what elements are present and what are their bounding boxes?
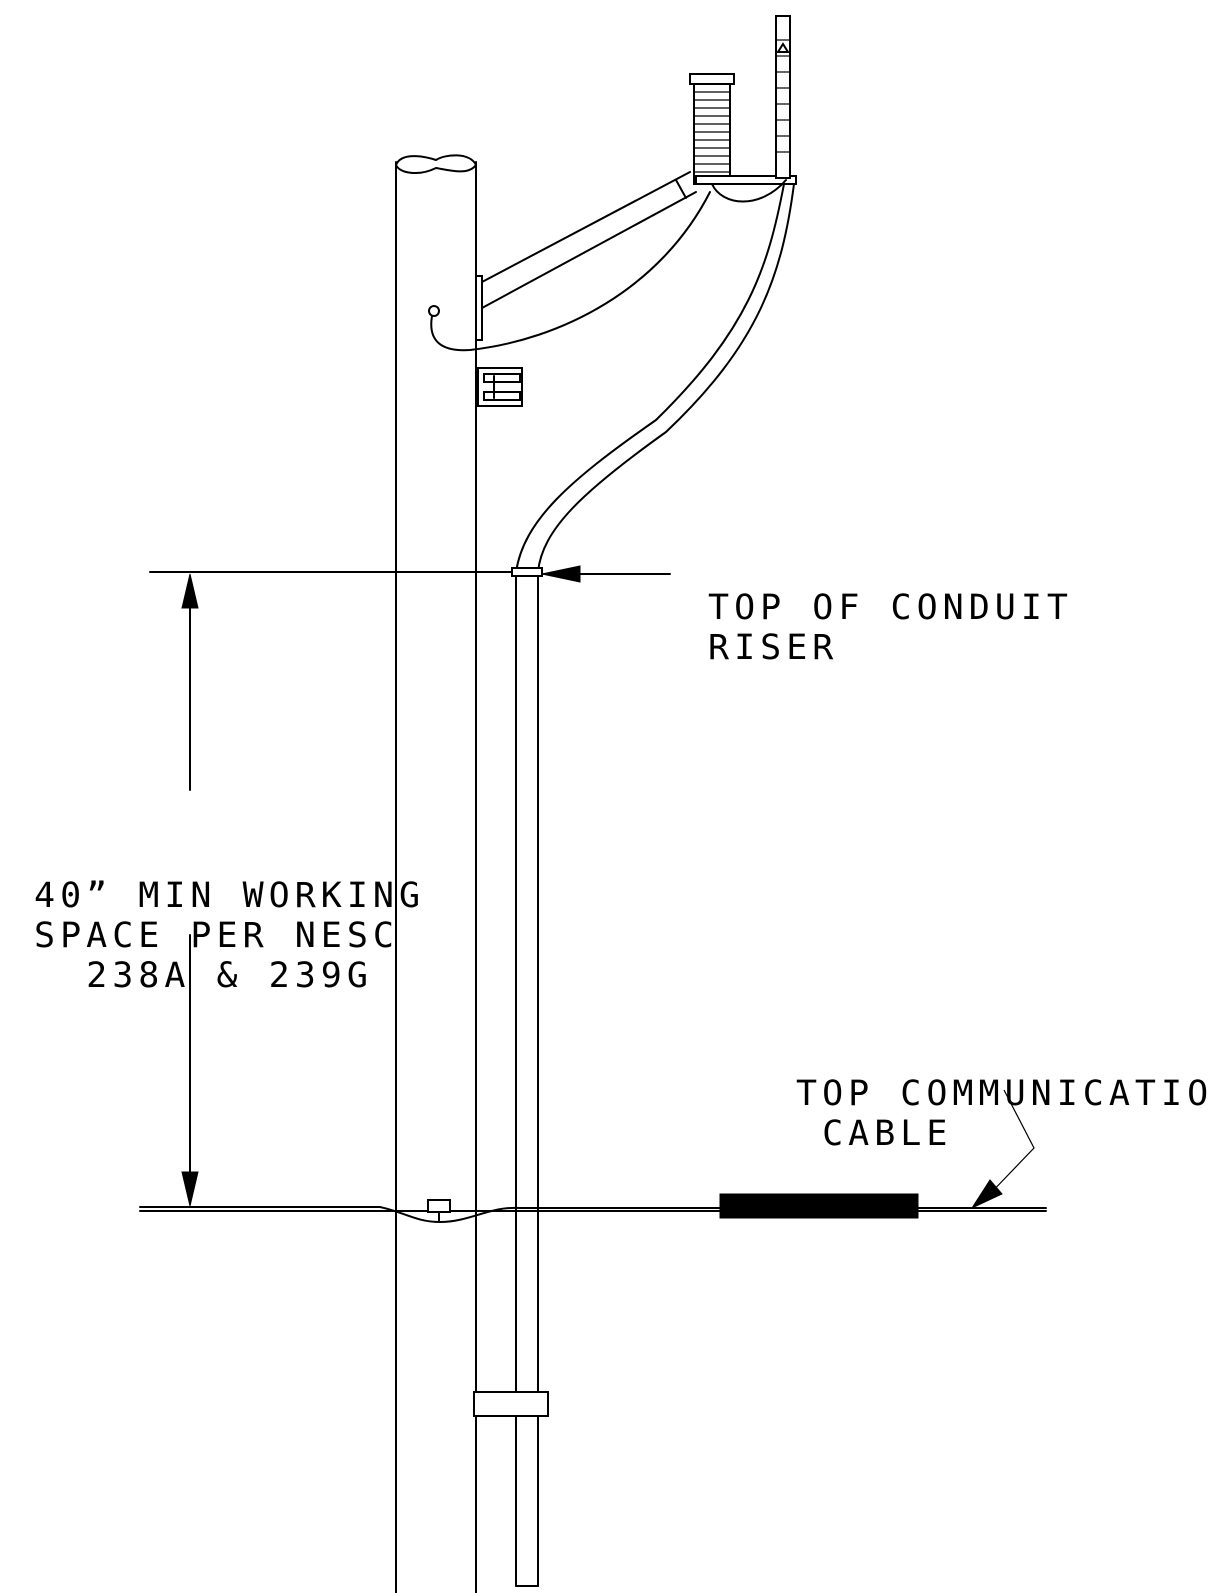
ground-wire [428, 191, 711, 352]
working-space-dimension [149, 571, 513, 1207]
conduit-riser-leader [541, 565, 671, 583]
communication-cable [139, 1193, 1047, 1223]
communication-cable-leader [970, 1089, 1035, 1210]
riser-cable [515, 183, 795, 573]
conduit-riser [473, 567, 549, 1587]
crossarm-bracket [475, 171, 697, 341]
cable-terminator [711, 15, 791, 203]
utility-pole [395, 154, 477, 1593]
conduit-riser-label: TOP OF CONDUIT RISER [708, 588, 1074, 668]
communication-cable-label: TOP COMMUNICATION CABLE [796, 1074, 1211, 1154]
standoff-bracket [477, 367, 523, 407]
working-space-label: 40” MIN WORKING SPACE PER NESC 238A & 23… [34, 876, 426, 996]
